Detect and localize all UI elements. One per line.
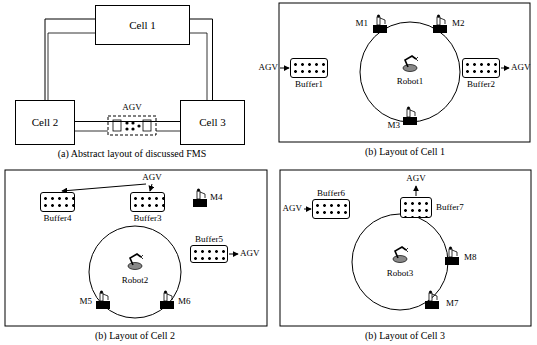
part-label: M6	[178, 296, 191, 306]
buffer-name: Buffer7	[436, 202, 464, 212]
cell-name: Cell 1	[129, 19, 156, 32]
buffer-box	[400, 197, 432, 218]
buffer-box	[462, 58, 500, 78]
track-line	[75, 121, 180, 122]
buffer-box	[312, 199, 350, 219]
part-label: AGV	[122, 102, 142, 112]
robot-icon	[128, 56, 418, 270]
buffer: Buffer4	[40, 192, 75, 223]
transfer-arrow	[62, 68, 509, 254]
track-line	[190, 19, 213, 100]
cell-box: Cell 3	[180, 100, 245, 145]
cell-name: Cell 3	[199, 116, 226, 129]
buffer-name: Buffer1	[295, 79, 323, 89]
cell-box: Cell 1	[95, 5, 190, 45]
buffer: Buffer2	[462, 58, 500, 89]
cell-name: Cell 2	[32, 116, 59, 129]
panel-caption: (b) Layout of Cell 1	[365, 146, 445, 158]
panel-caption: (b) Layout of Cell 2	[95, 330, 175, 342]
part-label: AGV	[142, 172, 162, 182]
buffer-name: Buffer6	[317, 188, 345, 198]
panel-caption: (a) Abstract layout of discussed FMS	[58, 148, 207, 160]
buffer-name: Buffer4	[44, 213, 72, 223]
cell-box: Cell 2	[15, 100, 75, 145]
part-label: AGV	[511, 62, 531, 72]
part-label: M8	[464, 252, 477, 262]
buffer-box	[130, 192, 165, 212]
part-label: M3	[387, 120, 400, 130]
buffer-box	[190, 245, 228, 263]
part-label: M5	[79, 296, 92, 306]
part-label: AGV	[406, 173, 426, 183]
buffer-name: Buffer5	[195, 234, 223, 244]
buffer-box	[290, 58, 328, 78]
buffer-name: Buffer3	[134, 213, 162, 223]
machine-icon	[96, 15, 459, 310]
part-label: M7	[446, 298, 459, 308]
part-label: Robot3	[387, 268, 414, 278]
buffer: Buffer6	[312, 188, 350, 219]
buffer: Buffer5	[190, 234, 228, 263]
buffer: Buffer1	[290, 58, 328, 89]
part-label: M1	[355, 18, 368, 28]
buffer-name: Buffer2	[467, 79, 495, 89]
track-line	[45, 19, 95, 100]
buffer: Buffer3	[130, 192, 165, 223]
buffer: Buffer7	[400, 197, 464, 218]
part-label: AGV	[283, 203, 303, 213]
panel-frame	[5, 3, 531, 326]
part-label: M2	[452, 18, 465, 28]
robot-track	[89, 22, 460, 318]
part-label: AGV	[240, 248, 260, 258]
buffer-box	[40, 192, 75, 212]
agv-vehicle	[108, 116, 156, 135]
part-label: AGV	[259, 62, 279, 72]
part-label: M4	[210, 192, 223, 202]
part-label: Robot1	[397, 76, 424, 86]
panel-caption: (b) Layout of Cell 3	[365, 330, 445, 342]
part-label: Robot2	[122, 275, 149, 285]
